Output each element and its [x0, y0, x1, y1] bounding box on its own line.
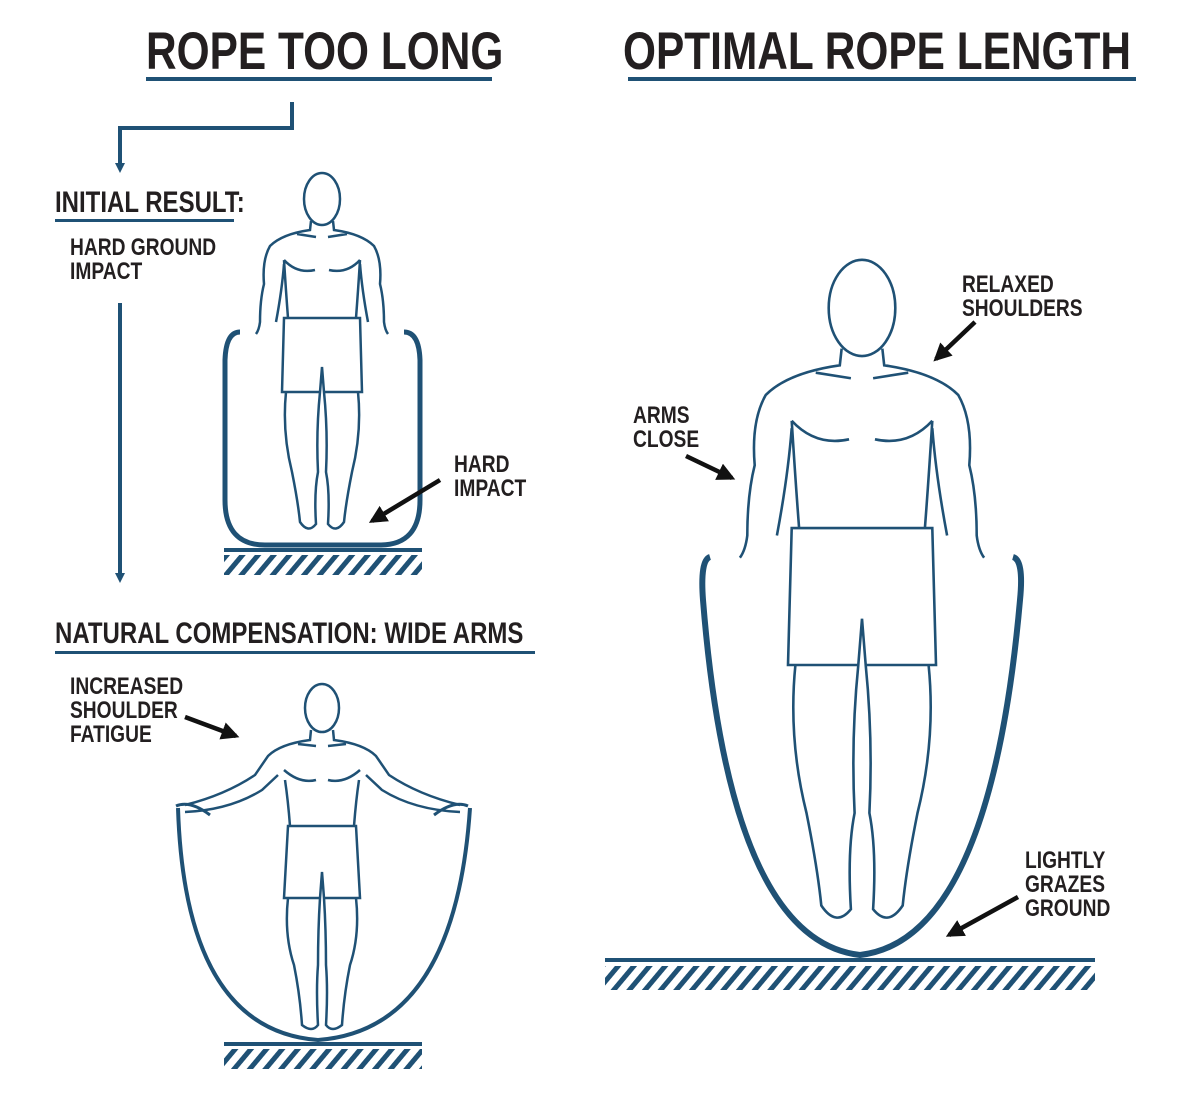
heading-initial-result: INITIAL RESULT: [55, 186, 245, 219]
arrow-relaxed-shoulders [933, 320, 977, 362]
arrow-grazes-ground [945, 895, 1020, 937]
heading-underline [55, 219, 234, 222]
ground-right [605, 958, 1095, 962]
heading-natural-compensation: NATURAL COMPENSATION: WIDE ARMS [55, 617, 524, 650]
arrow-arms-close [685, 453, 736, 481]
flow-arrow-top [115, 102, 294, 173]
rope-optimal [699, 554, 1025, 959]
rope-too-long [222, 329, 423, 548]
figure-optimal [738, 258, 986, 919]
title-rope-too-long: ROPE TOO LONG [146, 22, 504, 81]
figure-wide-arms [175, 682, 469, 1031]
ground-bottom-left [224, 1042, 422, 1046]
rope-wide-arms [176, 807, 472, 1043]
figure-rope-too-long [254, 171, 390, 530]
heading-underline [55, 651, 535, 654]
arrow-hard-impact [368, 478, 442, 523]
title-underline [146, 77, 492, 81]
title-underline [628, 77, 1136, 81]
title-optimal-rope-length: OPTIMAL ROPE LENGTH [623, 22, 1132, 81]
ground-top-left [224, 548, 422, 552]
arrow-shoulder-fatigue [184, 714, 240, 740]
